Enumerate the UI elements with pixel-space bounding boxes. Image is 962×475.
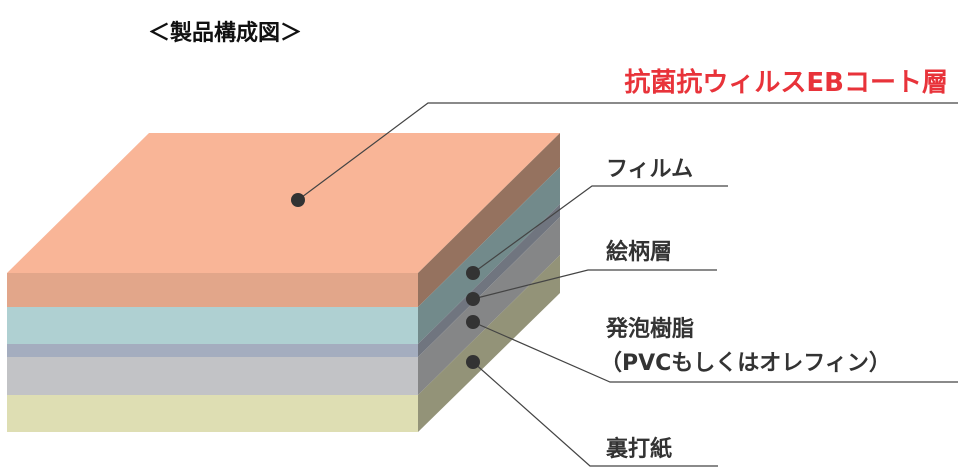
- coat-layer-top: [7, 133, 560, 273]
- film-marker-dot: [466, 266, 480, 280]
- coat-layer-front: [7, 273, 418, 307]
- diagram-title: ＜製品構成図＞: [148, 20, 302, 46]
- foam-label: 発泡樹脂: [605, 316, 694, 342]
- backing-layer-side: [418, 255, 560, 432]
- foam-sublabel: （PVCもしくはオレフィン）: [600, 351, 891, 376]
- foam-leader-line: [472, 321, 958, 383]
- film-label: フィルム: [606, 157, 693, 182]
- backing-marker-dot: [466, 355, 480, 369]
- foam-layer-front: [7, 357, 418, 395]
- pattern-layer-side: [418, 204, 560, 357]
- backing-label: 裏打紙: [606, 436, 672, 462]
- foam-layer-side: [418, 217, 560, 395]
- film-leader-line: [472, 185, 728, 274]
- coat-marker-dot: [291, 193, 305, 207]
- coat-leader-line: [297, 102, 958, 201]
- pattern-layer-front: [7, 344, 418, 357]
- backing-leader-line: [472, 361, 718, 467]
- pattern-leader-line: [472, 269, 717, 300]
- foam-marker-dot: [466, 315, 480, 329]
- coat-label: 抗菌抗ウィルスEBコート層: [624, 67, 948, 98]
- pattern-label: 絵柄層: [606, 239, 672, 265]
- pattern-marker-dot: [466, 292, 480, 306]
- coat-layer-side: [418, 133, 560, 307]
- film-layer-front: [7, 307, 418, 344]
- backing-layer-front: [7, 395, 418, 432]
- film-layer-side: [418, 167, 560, 344]
